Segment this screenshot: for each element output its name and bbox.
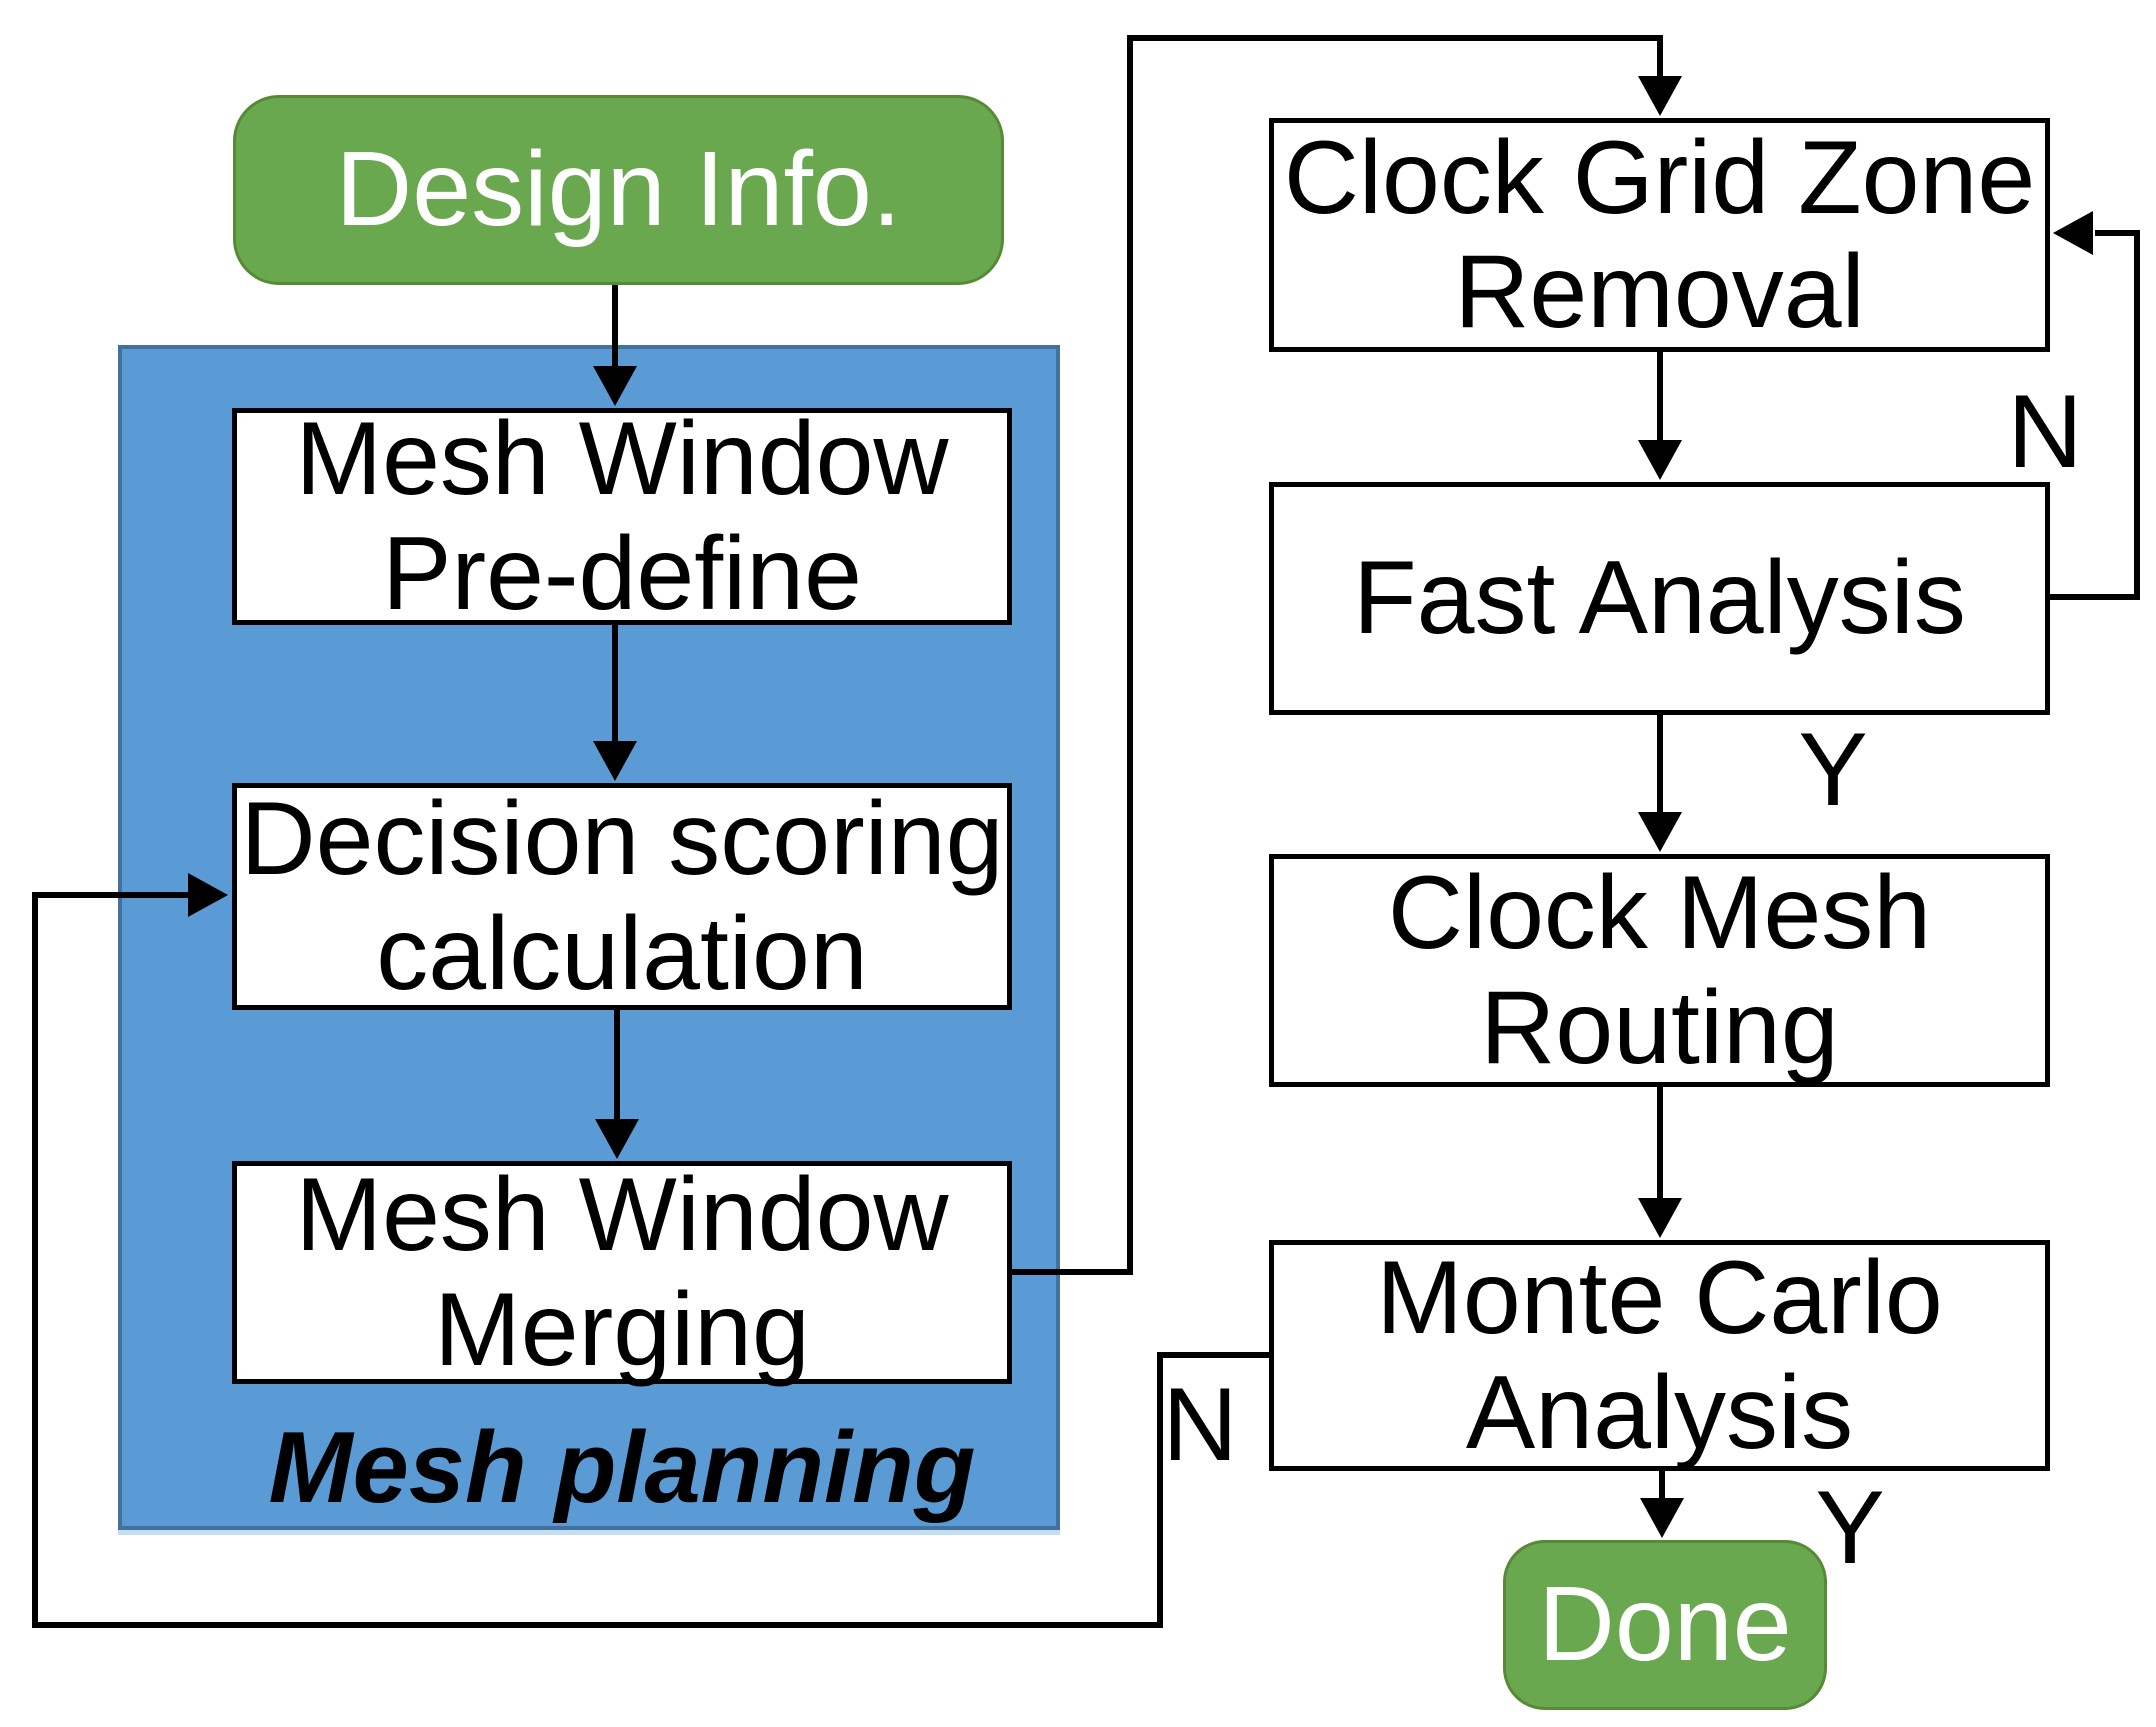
node-label-line: Mesh Window <box>295 401 949 518</box>
branch-label-fast-analysis-y: Y <box>1798 712 1868 828</box>
node-mesh-window-merging: Mesh Window Merging <box>232 1157 1012 1388</box>
node-label-line: Removal <box>1454 234 1865 350</box>
branch-label-monte-carlo-n: N <box>1162 1367 1238 1483</box>
node-clock-grid-zone-removal: Clock Grid Zone Removal <box>1269 118 2050 352</box>
node-label-line: calculation <box>376 895 868 1012</box>
arrowhead <box>1640 1498 1684 1538</box>
node-label: Design Info. <box>335 130 902 249</box>
node-mesh-window-predefine: Mesh Window Pre-define <box>232 402 1012 631</box>
branch-label-fast-analysis-n: N <box>2007 374 2083 490</box>
node-monte-carlo-analysis: Monte Carlo Analysis <box>1269 1240 2050 1471</box>
node-design-info: Design Info. <box>233 95 1004 285</box>
mesh-planning-caption: Mesh planning <box>268 1412 976 1524</box>
node-clock-mesh-routing: Clock Mesh Routing <box>1269 854 2050 1087</box>
node-decision-scoring-calculation: Decision scoring calculation <box>232 781 1012 1012</box>
node-label-line: Mesh Window <box>295 1157 949 1274</box>
node-label-line: Pre-define <box>382 515 862 632</box>
node-label: Done <box>1538 1565 1792 1684</box>
arrowhead <box>1638 1198 1682 1238</box>
node-label-line: Merging <box>434 1271 810 1388</box>
arrowhead <box>1638 76 1682 116</box>
node-label-line: Analysis <box>1465 1354 1854 1471</box>
node-label-line: Fast Analysis <box>1353 540 1966 657</box>
node-label-line: Clock Grid Zone <box>1283 119 2036 236</box>
node-fast-analysis: Fast Analysis <box>1269 482 2050 715</box>
node-label-line: Decision scoring <box>240 781 1004 898</box>
branch-label-monte-carlo-y: Y <box>1815 1470 1885 1586</box>
arrowhead <box>1638 440 1682 480</box>
node-done: Done <box>1503 1540 1827 1710</box>
arrowhead <box>1638 812 1682 852</box>
arrowhead <box>2053 211 2093 255</box>
node-label-line: Clock Mesh <box>1387 855 1932 972</box>
node-label-line: Monte Carlo <box>1376 1240 1943 1357</box>
node-label-line: Routing <box>1480 969 1839 1086</box>
